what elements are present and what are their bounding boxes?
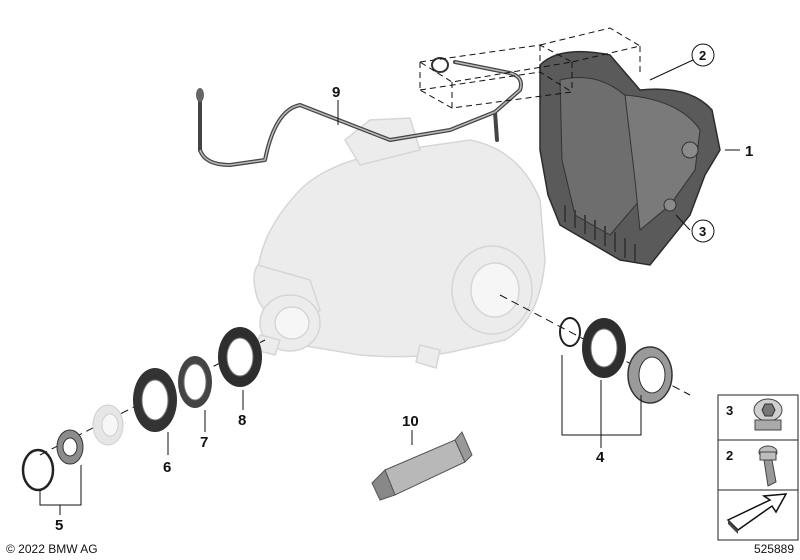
callout-3: 3 [699, 224, 706, 239]
ghost-flange [92, 404, 124, 446]
callout-3-circle [691, 219, 715, 243]
reference-dashes [418, 27, 642, 109]
vent-fitting-clip [431, 57, 449, 73]
shaft-seal-8 [218, 327, 262, 387]
callout-5: 5 [55, 517, 63, 534]
vent-line-highlight [199, 61, 522, 166]
vent-fitting-end [196, 88, 204, 102]
copyright-text: © 2022 BMW AG [6, 542, 98, 556]
callout-8: 8 [238, 412, 246, 429]
threaded-ring-4 [627, 346, 673, 404]
legend-item-mid: 2 [726, 448, 733, 463]
arrow-symbol-icon [726, 493, 788, 534]
circlip-5 [21, 448, 55, 492]
leader-lines [39, 59, 740, 515]
diagram-number: 525889 [753, 542, 794, 556]
callout-2: 2 [699, 48, 706, 63]
spacer-ring-7 [178, 356, 212, 408]
callout-7: 7 [200, 434, 208, 451]
callout-4: 4 [596, 449, 605, 466]
bolt-icon [758, 445, 778, 487]
differential-housing-ghost [253, 117, 546, 369]
legend-item-top: 3 [726, 403, 733, 418]
shaft-seal-4 [582, 318, 626, 378]
rear-cover [539, 50, 721, 266]
callout-9: 9 [332, 84, 340, 101]
callout-1: 1 [745, 143, 753, 160]
sealant-tube-10 [371, 431, 473, 501]
callout-2-circle [691, 43, 715, 67]
callout-6: 6 [163, 459, 171, 476]
plug-screw-icon [753, 398, 783, 431]
seal-ring-6 [133, 368, 177, 432]
o-ring-4 [559, 317, 581, 347]
callout-10: 10 [402, 413, 419, 430]
nut-5 [56, 429, 84, 465]
